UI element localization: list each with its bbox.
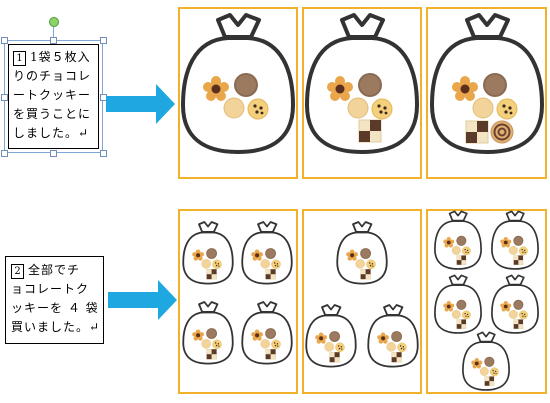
cookie-bag-icon xyxy=(368,305,418,367)
item-number-1: 1 xyxy=(13,51,26,66)
textbox-1-line-4: を買うことに xyxy=(13,107,92,121)
textbox-2-line-2: ョコレートク xyxy=(11,282,90,296)
right-arrow-icon xyxy=(106,84,175,124)
resize-handle-nw[interactable] xyxy=(1,37,8,44)
textbox-1-line-3: ートクッキー xyxy=(13,88,92,102)
item-number-2: 2 xyxy=(11,264,24,279)
resize-handle-ne[interactable] xyxy=(100,37,107,44)
cookie-bag-icon xyxy=(307,15,417,152)
textbox-1-line-1: 1袋５枚入 xyxy=(30,50,91,64)
rotation-handle-stem xyxy=(53,26,54,40)
textbox-2-line-4: 買いました。↵ xyxy=(11,320,101,334)
cookie-bag-icon xyxy=(492,275,538,333)
cookie-bag-icon xyxy=(183,302,233,364)
cookie-bag-icon xyxy=(432,15,542,152)
resize-handle-n[interactable] xyxy=(50,37,57,44)
cookie-bag-icon xyxy=(242,302,292,364)
resize-handle-s[interactable] xyxy=(50,150,57,157)
cookie-bag-icon xyxy=(492,211,538,269)
resize-handle-w[interactable] xyxy=(1,94,8,101)
cookie-bag-icon xyxy=(435,275,481,333)
textbox-1[interactable]: 1 1袋５枚入 りのチョコレ ートクッキー を買うことに しました。↵ xyxy=(8,44,99,149)
cookie-bag-icon xyxy=(306,305,356,367)
cookie-bag-icon xyxy=(463,332,509,390)
cookie-bag-icon xyxy=(242,222,292,284)
cookie-bag-icon xyxy=(337,222,387,284)
textbox-2-line-3: ッキーを ４ 袋 xyxy=(11,301,99,315)
textbox-1-line-2: りのチョコレ xyxy=(13,69,92,83)
cookie-bag-icon xyxy=(183,222,233,284)
cookie-bag-icon xyxy=(183,15,293,152)
textbox-2[interactable]: 2 全部でチ ョコレートク ッキーを ４ 袋 買いました。↵ xyxy=(5,256,104,344)
textbox-2-line-1: 全部でチ xyxy=(28,263,81,277)
rotation-handle[interactable] xyxy=(49,17,59,27)
resize-handle-sw[interactable] xyxy=(1,150,8,157)
textbox-1-line-5: しました。↵ xyxy=(13,126,90,140)
cookie-bag-icon xyxy=(435,211,481,269)
right-arrow-icon xyxy=(108,280,177,320)
resize-handle-se[interactable] xyxy=(100,150,107,157)
